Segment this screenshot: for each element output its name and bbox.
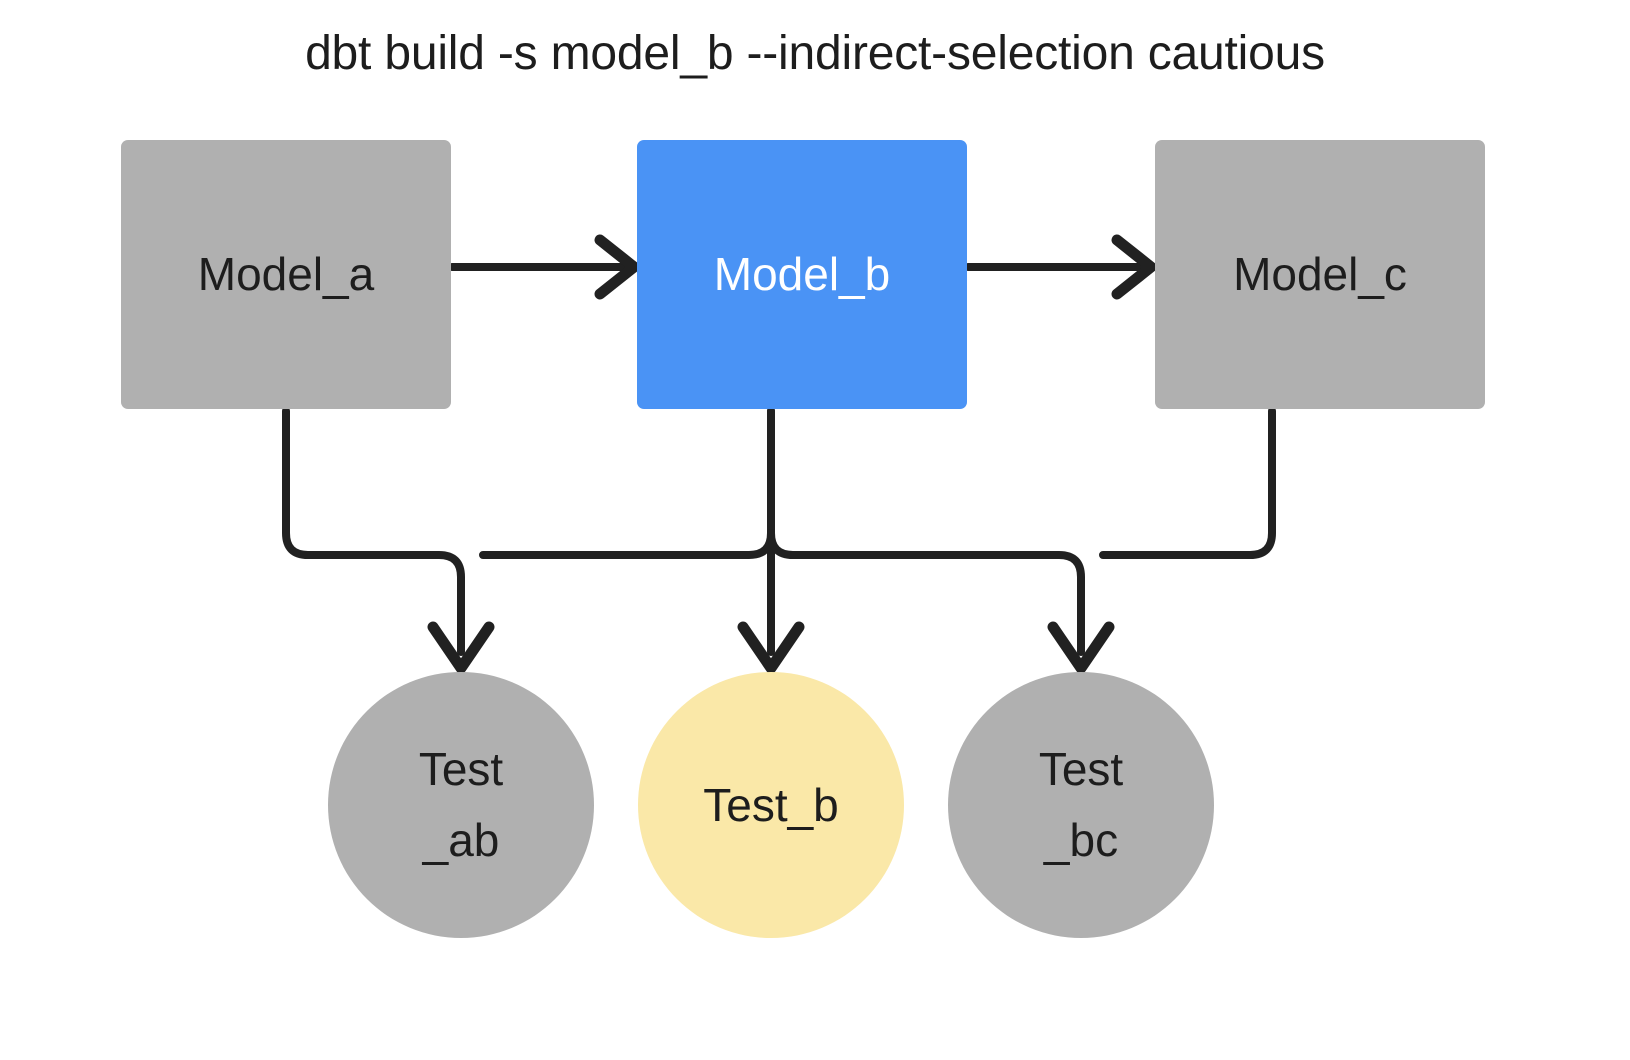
edge-model-b-to-test-ab <box>479 407 775 559</box>
node-test-ab[interactable]: Test _ab <box>328 672 594 938</box>
node-test-bc-label-line2: _bc <box>1043 814 1119 866</box>
edge-model-a-to-model-b <box>448 234 640 300</box>
node-test-b-label-line1: Test_b <box>703 778 839 831</box>
node-model-c[interactable]: Model_c <box>1155 140 1485 409</box>
node-test-ab-label-line2: _ab <box>422 814 500 866</box>
node-test-bc[interactable]: Test _bc <box>948 672 1214 938</box>
edge-model-b-to-test-bc <box>767 529 1115 674</box>
diagram-title: dbt build -s model_b --indirect-selectio… <box>305 27 1325 80</box>
node-model-b[interactable]: Model_b <box>637 140 967 409</box>
edge-model-b-to-model-c <box>964 234 1157 300</box>
node-test-bc-label-line1: Test <box>1038 742 1124 795</box>
node-model-b-label: Model_b <box>713 247 891 300</box>
node-model-a[interactable]: Model_a <box>121 140 451 409</box>
edge-model-c-to-test-bc <box>1099 407 1276 559</box>
node-model-a-label: Model_a <box>197 247 375 300</box>
node-test-b[interactable]: Test_b <box>638 672 904 938</box>
node-test-ab-label-line1: Test <box>418 742 504 795</box>
node-model-c-label: Model_c <box>1233 247 1407 300</box>
edge-model-a-to-test-ab <box>282 407 495 674</box>
